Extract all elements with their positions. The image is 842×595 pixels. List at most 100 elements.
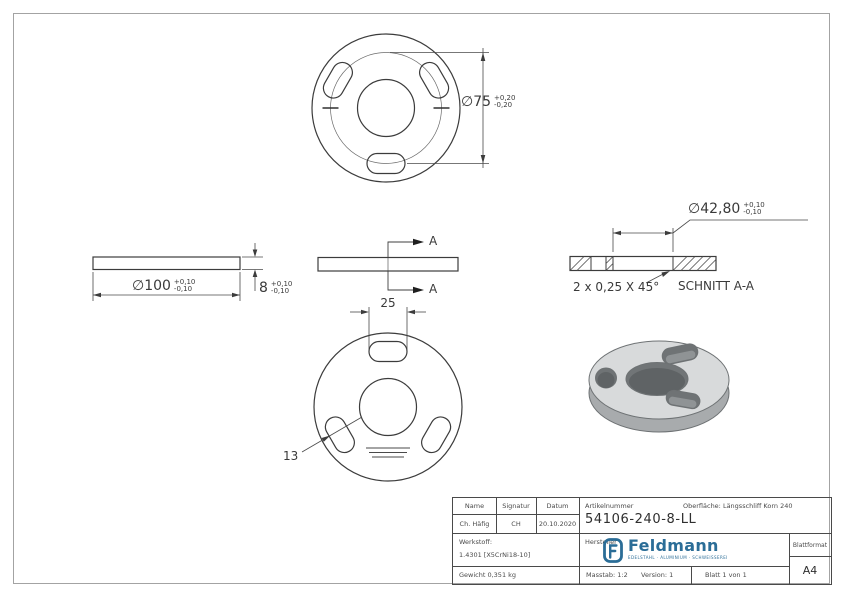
side-dim-8 xyxy=(242,243,263,291)
logo-tagline: EDELSTAHL · ALUMINIUM · SCHWEISSEREI xyxy=(628,554,728,560)
signatur-label: Signatur xyxy=(502,502,530,510)
section-hatching xyxy=(569,256,717,271)
dim-label-thickness: 8 +0,10 -0,10 xyxy=(259,280,292,296)
dim-value: ∅75 xyxy=(461,94,492,110)
dim-label-bolt-circle: ∅75 +0,20 -0,20 xyxy=(461,94,515,110)
dim-value: ∅42,80 xyxy=(688,201,741,217)
dim-label-slot-length: 25 xyxy=(380,296,396,310)
dim-label-slot-width: 13 xyxy=(283,449,299,463)
bottom-dim-25 xyxy=(350,307,426,350)
tol-plus: +0,10 xyxy=(173,277,196,286)
side-view xyxy=(92,243,263,301)
grid-line xyxy=(453,514,579,515)
title-block: Name Signatur Datum Ch. Häfig CH 20.10.2… xyxy=(452,497,832,585)
dim-label-hole-diameter: ∅42,80 +0,10 -0,10 xyxy=(688,201,765,217)
top-center-hole xyxy=(356,78,416,138)
top-view xyxy=(311,33,489,183)
bottom-view xyxy=(301,307,463,482)
top-slot-bottom xyxy=(366,152,406,175)
grid-line xyxy=(536,498,537,533)
section-outline xyxy=(569,255,717,272)
section-feature-edges xyxy=(590,256,674,271)
blattformat-label: Blattformat xyxy=(792,542,828,549)
arrow xyxy=(480,52,486,61)
datum-value: 20.10.2020 xyxy=(538,520,577,528)
cut-view xyxy=(317,238,459,294)
bottom-outer-circle xyxy=(313,332,463,482)
oberflaeche-value: Längsschliff Korn 240 xyxy=(722,502,793,510)
bottom-slot-left xyxy=(324,416,355,454)
tol-plus: +0,10 xyxy=(270,279,293,288)
tolerance-stack: +0,10 -0,10 xyxy=(743,200,765,217)
arrow xyxy=(665,230,673,236)
iso-slot-bottomright xyxy=(665,389,701,410)
side-plate-outline xyxy=(92,256,241,271)
werkstoff-value: 1.4301 [X5CrNi18-10] xyxy=(459,551,531,559)
section-marker-bottom: A xyxy=(429,282,438,296)
arrow xyxy=(661,271,670,277)
feldmann-logo-icon xyxy=(603,538,623,563)
blattformat-value: A4 xyxy=(802,564,818,577)
bottom-dim-13-leader xyxy=(301,416,363,453)
section-marker-top: A xyxy=(429,234,438,248)
section-arrow xyxy=(413,286,424,294)
chamfer-note: 2 x 0,25 X 45° xyxy=(573,280,660,294)
arrow xyxy=(480,155,486,164)
arrow xyxy=(361,309,369,315)
gewicht-value: Gewicht 0,351 kg xyxy=(459,571,517,579)
arrow xyxy=(232,292,240,298)
grid-line xyxy=(496,498,497,533)
tol-minus: -0,10 xyxy=(270,287,290,295)
section-title: SCHNITT A-A xyxy=(678,279,755,293)
grid-line xyxy=(691,566,692,584)
grid-line xyxy=(453,533,831,534)
side-dim-100 xyxy=(92,272,241,301)
tol-plus: +0,20 xyxy=(494,93,516,102)
arrow xyxy=(321,435,331,442)
signatur-value: CH xyxy=(511,520,521,528)
grain-direction-marks xyxy=(366,447,410,458)
tolerance-stack: +0,20 -0,20 xyxy=(494,93,516,110)
iso-slot-topright xyxy=(661,343,699,365)
arrow xyxy=(252,249,258,257)
top-slot-upleft xyxy=(322,61,353,99)
tol-minus: -0,10 xyxy=(743,208,762,216)
artikelnummer-label: Artikelnummer xyxy=(585,502,634,510)
tol-minus: -0,10 xyxy=(173,285,193,293)
feldmann-logo: Feldmann EDELSTAHL · ALUMINIUM · SCHWEIS… xyxy=(603,538,728,563)
tol-minus: -0,20 xyxy=(494,101,513,109)
tolerance-stack: +0,10 -0,10 xyxy=(270,279,293,296)
arrow xyxy=(613,230,621,236)
iso-center-hole-depth xyxy=(629,368,685,395)
arrow xyxy=(252,269,258,277)
tol-plus: +0,10 xyxy=(743,200,765,209)
grid-line xyxy=(789,556,831,557)
section-dim-4280 xyxy=(612,219,808,252)
datum-label: Datum xyxy=(546,502,569,510)
iso-round-hole-depth xyxy=(597,372,615,388)
grid-line xyxy=(789,533,790,584)
version-value: Version: 1 xyxy=(641,571,674,579)
logo-wordmark: Feldmann xyxy=(628,536,719,555)
arrow xyxy=(93,292,101,298)
werkstoff-label: Werkstoff: xyxy=(459,538,493,546)
artikelnummer-value: 54106-240-8-LL xyxy=(585,512,697,527)
drawing-frame xyxy=(13,13,830,584)
cut-line xyxy=(387,241,414,291)
name-label: Name xyxy=(464,502,485,510)
grid-line xyxy=(579,498,580,584)
top-slot-upright xyxy=(419,61,450,99)
arrow xyxy=(407,309,415,315)
blatt-value: Blatt 1 von 1 xyxy=(705,571,747,579)
dim-label-outer-diameter: ∅100 +0,10 -0,10 xyxy=(132,278,195,294)
dim-value: ∅100 xyxy=(132,278,171,294)
top-outer-circle xyxy=(311,33,461,183)
top-dim-75 xyxy=(390,48,489,168)
name-value: Ch. Häfig xyxy=(459,520,490,528)
dim-value: 8 xyxy=(259,280,268,296)
bottom-slot-right xyxy=(421,416,452,454)
tolerance-stack: +0,10 -0,10 xyxy=(173,277,196,294)
bottom-slot-top xyxy=(368,340,408,363)
